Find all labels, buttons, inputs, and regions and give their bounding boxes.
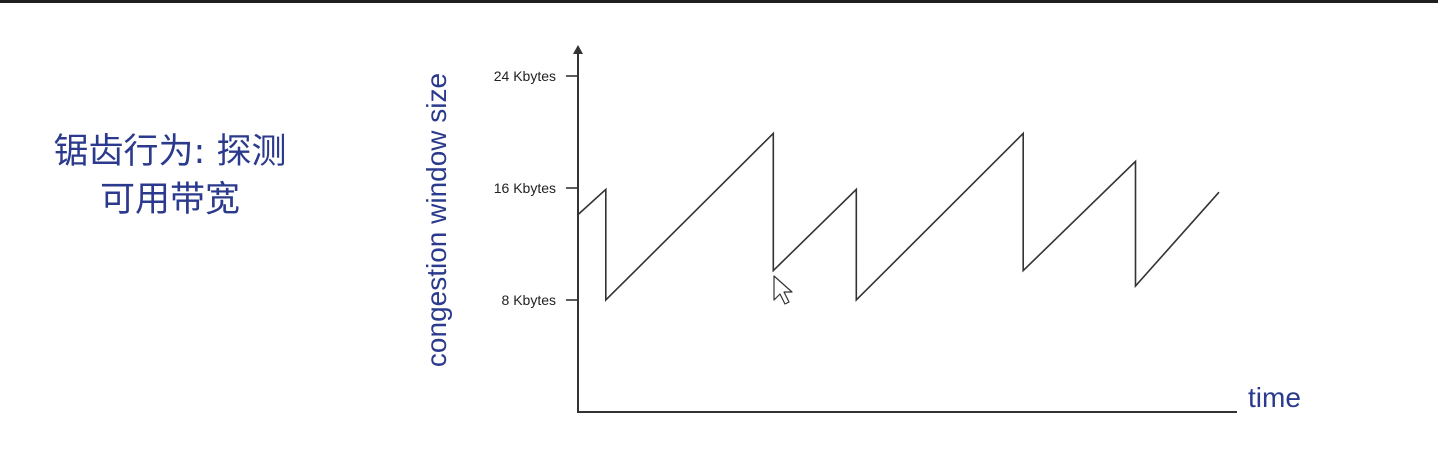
y-tick-group: 8 Kbytes 16 Kbytes 24 Kbytes <box>494 68 578 308</box>
y-axis-label: congestion window size <box>421 73 452 367</box>
mouse-cursor-icon <box>773 275 793 305</box>
chart-axes <box>573 45 1237 413</box>
top-divider <box>0 0 1438 3</box>
y-tick-label-16: 16 Kbytes <box>494 180 556 196</box>
x-axis-label: time <box>1248 382 1301 413</box>
y-tick-label-8: 8 Kbytes <box>502 292 556 308</box>
slide-title: 锯齿行为: 探测 可用带宽 <box>0 128 340 224</box>
slide-title-line-1: 锯齿行为: 探测 <box>53 132 287 172</box>
y-tick-label-24: 24 Kbytes <box>494 68 556 84</box>
slide-title-line-2: 可用带宽 <box>99 180 240 220</box>
congestion-window-line <box>577 131 1220 302</box>
y-axis-arrowhead <box>573 45 583 54</box>
